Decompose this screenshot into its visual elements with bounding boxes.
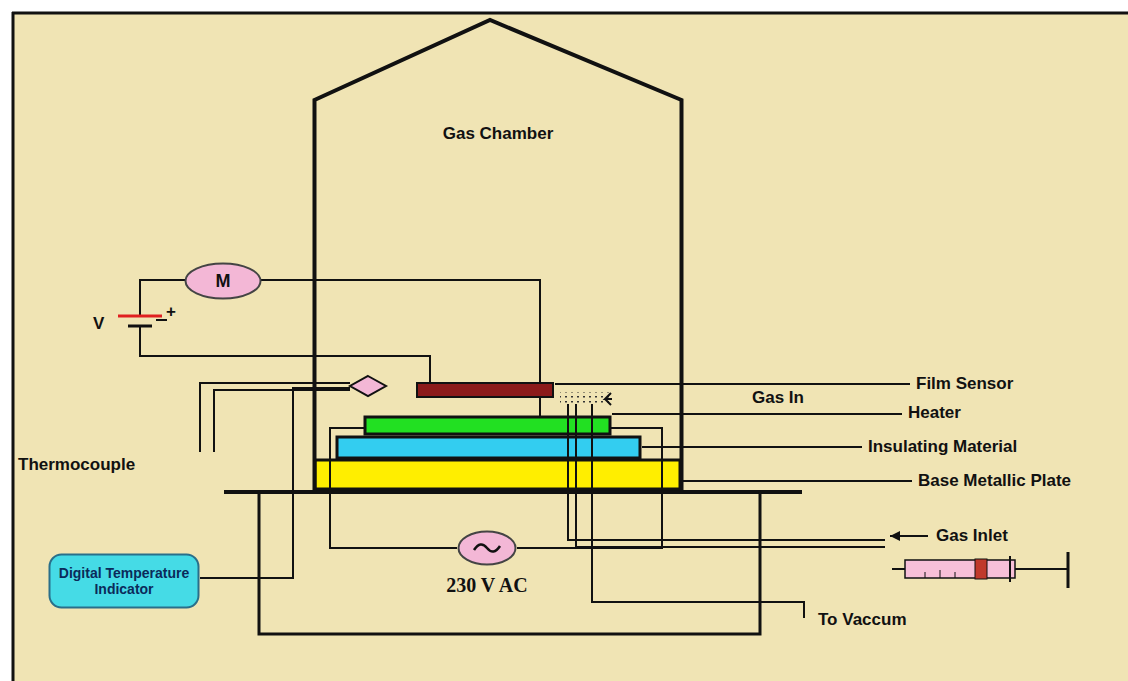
gas-chamber-outline [313, 18, 683, 492]
part-label: Heater [908, 403, 961, 423]
node-label: M [184, 262, 262, 300]
temperature-indicator: Digital Temperature Indicator [48, 553, 200, 609]
ac-source: 230 V AC [457, 530, 517, 566]
voltage-label: V [93, 314, 104, 334]
meter-circle: M [184, 262, 262, 300]
polarity-sign: + [166, 302, 176, 322]
node-label: Gas Chamber [313, 124, 683, 144]
node-label: Digital Temperature Indicator [48, 565, 200, 597]
part-label: Film Sensor [916, 374, 1013, 394]
ac-source-outline [457, 530, 517, 566]
part-label: To Vaccum [818, 610, 907, 630]
part-label: Insulating Material [868, 437, 1017, 457]
part-label: Gas Inlet [936, 526, 1008, 546]
part-label: Base Metallic Plate [918, 471, 1071, 491]
part-label: Thermocouple [18, 455, 135, 475]
gas-chamber: Gas Chamber [313, 18, 683, 492]
part-label: Gas In [752, 388, 804, 408]
supply-label: 230 V AC [407, 574, 567, 597]
